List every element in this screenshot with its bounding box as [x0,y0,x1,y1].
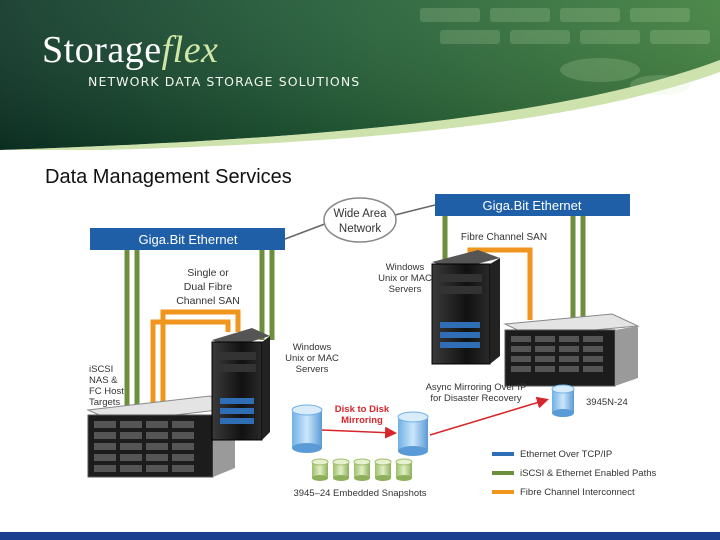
legend-swatch-ethernet [492,452,514,456]
model-right-label: 3945N-24 [586,397,628,408]
servers-right-label-3: Servers [389,284,422,295]
san-right-label: Fibre Channel SAN [461,232,547,243]
storage-array-right [503,313,640,387]
right-ethernet-label: Giga.Bit Ethernet [483,198,582,213]
snapshot-cylinder [332,458,350,481]
snapshot-cylinder [374,458,392,481]
snapshot-cylinder [353,458,371,481]
async-label-2: for Disaster Recovery [430,393,522,404]
disk-middle-cylinder [397,411,429,456]
server-tower-left [211,328,270,441]
disk-mirror-label-2: Mirroring [341,415,383,426]
san-left-label-2: Dual Fibre [184,281,233,293]
slide-title: Data Management Services [45,166,292,188]
async-mirror-arrow [429,396,549,436]
snapshots-label: 3945–24 Embedded Snapshots [293,488,426,499]
left-ethernet-bar [90,228,285,250]
legend-label-iscsi: iSCSI & Ethernet Enabled Paths [520,468,656,479]
legend-swatch-iscsi [492,471,514,475]
fibre-path-left-1 [160,309,241,420]
targets-label-2: NAS & [89,375,118,386]
logo-main: Storage [42,29,162,71]
legend-label-ethernet: Ethernet Over TCP/IP [520,449,612,460]
footer-bar [0,532,720,540]
servers-left-label-1: Windows [293,342,332,353]
legend: Ethernet Over TCP/IP iSCSI & Ethernet En… [492,449,656,498]
servers-right-label-1: Windows [386,262,425,273]
legend-label-fibre: Fibre Channel Interconnect [520,487,635,498]
targets-label-3: FC Host [89,386,124,397]
disk-mirror-label-1: Disk to Disk [335,404,390,415]
tagline: NETWORK DATA STORAGE SOLUTIONS [88,74,361,89]
servers-right-label-2: Unix or MAC [378,273,432,284]
header-banner: Storageflex NETWORK DATA STORAGE SOLUTIO… [0,0,720,150]
snapshot-cylinder [395,458,413,481]
san-left-label-1: Single or [187,267,229,279]
servers-left-label-3: Servers [296,364,329,375]
wan-link-right [394,204,436,216]
server-tower-right [431,250,500,365]
snapshot-cylinders [311,458,413,481]
servers-left-label-2: Unix or MAC [285,353,339,364]
disk-left-cylinder [291,404,323,453]
async-label-1: Async Mirroring Over IP [426,382,527,393]
logo-accent: flex [161,29,219,71]
logo: Storageflex [42,28,218,72]
wan-link-left [284,221,331,240]
legend-swatch-fibre [492,490,514,494]
left-ethernet-label: Giga.Bit Ethernet [139,232,238,247]
wan-cloud [323,197,397,243]
disk-right-cylinder [551,384,575,417]
snapshot-cylinder [311,458,329,481]
san-left-label-3: Channel SAN [176,295,240,307]
fibre-path-left-2 [150,319,231,420]
wan-label-2: Network [339,223,381,235]
wan-label-1: Wide Area [333,208,387,220]
right-ethernet-bar [435,194,630,216]
disk-mirror-arrow [321,426,397,439]
targets-label-4: Targets [89,397,120,408]
targets-label-1: iSCSI [89,364,113,375]
header-background [0,0,720,150]
